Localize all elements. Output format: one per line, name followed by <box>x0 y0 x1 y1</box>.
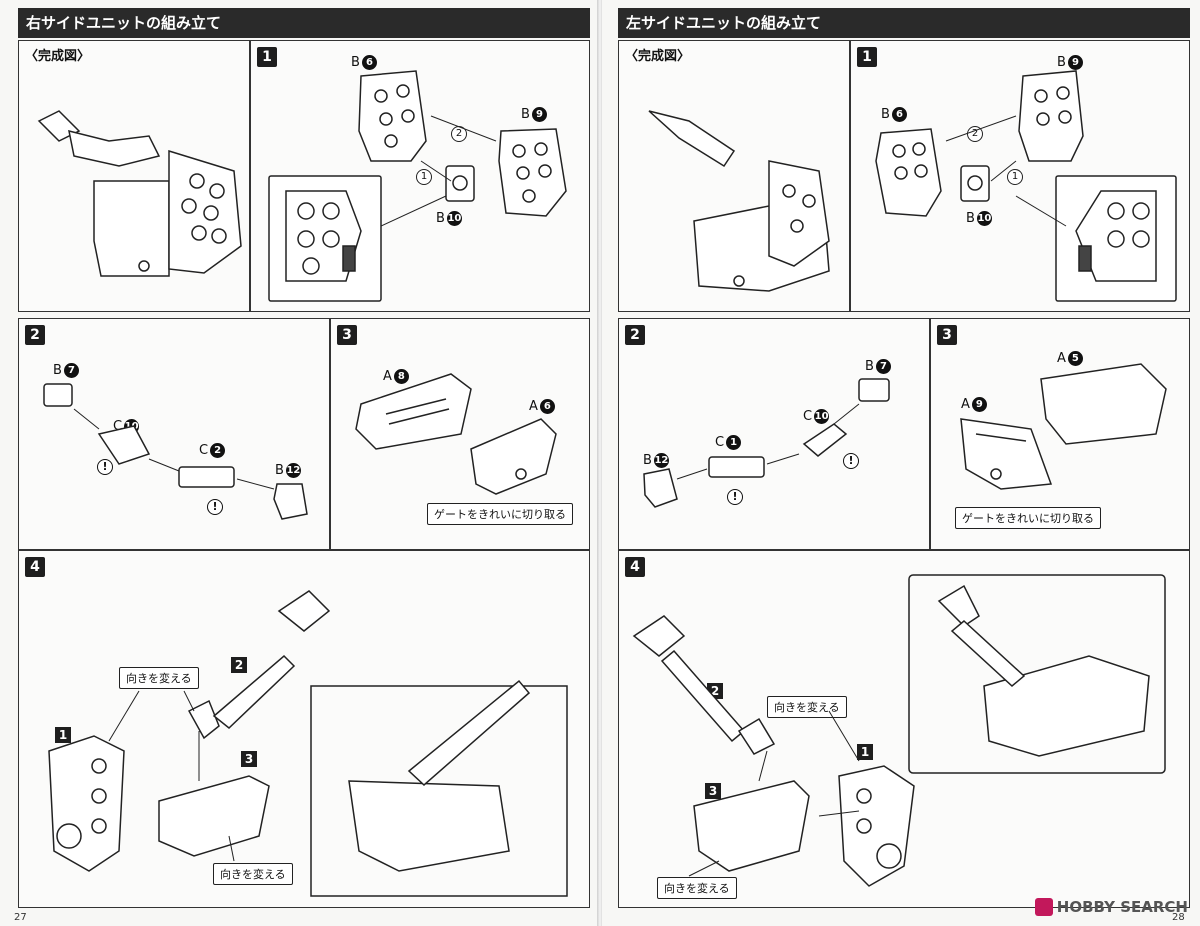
subassembly-3-label: 3 <box>241 751 257 767</box>
page-number: 28 <box>1172 912 1185 923</box>
watermark: HOBBY SEARCH <box>1034 898 1188 916</box>
instruction-callout: 向きを変える <box>657 877 737 899</box>
instruction-callout: 向きを変える <box>119 667 199 689</box>
step-number: 1 <box>857 47 877 67</box>
order-marker-1: 1 <box>416 169 432 185</box>
step-number: 2 <box>25 325 45 345</box>
caution-icon: ! <box>727 489 743 505</box>
watermark-text: HOBBY SEARCH <box>1056 898 1188 916</box>
completed-view-panel: 〈完成図〉 <box>618 40 850 312</box>
step-number: 4 <box>625 557 645 577</box>
completed-unit-illustration <box>37 110 242 277</box>
step-2-panel: 2 B7 C10 C2 B12 ! ! <box>18 318 330 550</box>
page-title: 右サイドユニットの組み立て <box>18 8 590 38</box>
step-number: 2 <box>625 325 645 345</box>
book-spine <box>597 0 603 926</box>
step-number: 3 <box>337 325 357 345</box>
step-number: 4 <box>25 557 45 577</box>
step-3-illustration <box>960 363 1167 490</box>
step-4-panel: 4 1 2 3 向きを変える 向きを変える <box>618 550 1190 908</box>
order-marker-2: 2 <box>451 126 467 142</box>
step-2-illustration <box>643 378 890 508</box>
step-2-illustration <box>43 383 308 520</box>
instruction-callout: ゲートをきれいに切り取る <box>427 503 573 525</box>
subassembly-1-label: 1 <box>857 744 873 760</box>
step-1-illustration <box>875 70 1177 302</box>
subassembly-2-label: 2 <box>231 657 247 673</box>
instruction-callout: 向きを変える <box>213 863 293 885</box>
subassembly-3-label: 3 <box>705 783 721 799</box>
page-number: 27 <box>14 912 27 923</box>
step-4-illustration <box>632 574 1166 887</box>
subassembly-1-label: 1 <box>55 727 71 743</box>
step-4-illustration <box>48 590 568 897</box>
instruction-callout: 向きを変える <box>767 696 847 718</box>
completed-view-panel: 〈完成図〉 <box>18 40 250 312</box>
caution-icon: ! <box>207 499 223 515</box>
caution-icon: ! <box>97 459 113 475</box>
completed-view-label: 〈完成図〉 <box>25 49 91 64</box>
order-marker-1: 1 <box>1007 169 1023 185</box>
completed-unit-illustration <box>648 110 830 292</box>
completed-view-label: 〈完成図〉 <box>625 49 691 64</box>
step-4-panel: 4 1 2 3 向きを変える 向きを変える <box>18 550 590 908</box>
hobby-search-logo-icon <box>1034 898 1053 916</box>
step-1-illustration <box>268 70 567 302</box>
step-number: 3 <box>937 325 957 345</box>
step-3-illustration <box>355 373 557 495</box>
caution-icon: ! <box>843 453 859 469</box>
order-marker-2: 2 <box>967 126 983 142</box>
page-title: 左サイドユニットの組み立て <box>618 8 1190 38</box>
instruction-callout: ゲートをきれいに切り取る <box>955 507 1101 529</box>
step-number: 1 <box>257 47 277 67</box>
